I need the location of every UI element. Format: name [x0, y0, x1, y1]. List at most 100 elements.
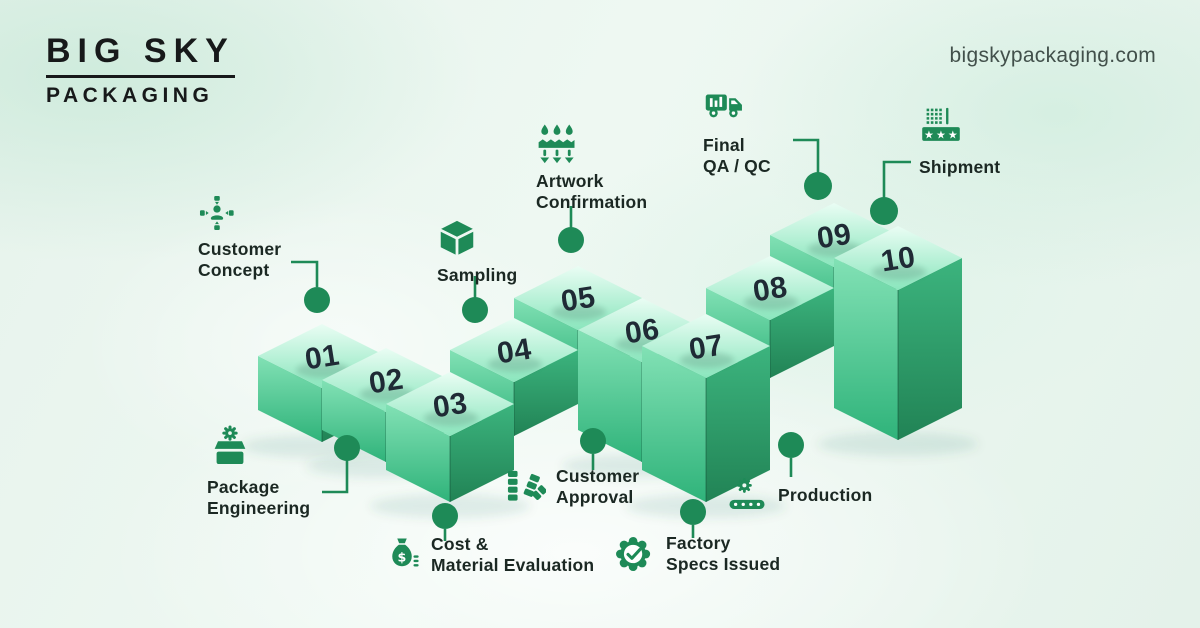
- label-line: Artwork: [536, 171, 604, 191]
- number-shadow: [488, 356, 542, 372]
- block-left-face: [386, 404, 450, 502]
- brand-divider: [46, 75, 235, 78]
- block-top-face: [834, 226, 962, 290]
- step-number: 08: [751, 270, 790, 308]
- label-package-engineering: Package Engineering: [207, 424, 310, 518]
- badge-check-icon: [616, 536, 651, 572]
- step-number: 07: [687, 328, 726, 366]
- label-line: Approval: [556, 487, 634, 507]
- label-artwork-confirmation: Artwork Confirmation: [536, 122, 647, 212]
- block-top-face: [450, 318, 578, 382]
- dot-sampling: [462, 297, 488, 323]
- connector-shipment: [882, 160, 911, 198]
- label-sampling: Sampling: [437, 218, 517, 286]
- label-text: Customer Approval: [556, 466, 639, 507]
- dot-customer-approval: [580, 428, 606, 454]
- number-shadow: [552, 304, 606, 320]
- label-line: Specs Issued: [666, 554, 781, 574]
- svg-text:★: ★: [948, 129, 958, 142]
- truck-icon: [705, 94, 742, 118]
- block-top-face: [642, 314, 770, 378]
- block-right-face: [770, 288, 834, 378]
- step-number: 02: [367, 362, 406, 400]
- label-final-qa-qc: Final QA / QC: [703, 84, 771, 176]
- number-shadow: [424, 410, 478, 426]
- label-line: Material Evaluation: [431, 554, 595, 575]
- dot-package-engineering: [334, 435, 360, 461]
- label-shipment: ★ ★ ★ Shipment: [919, 106, 1000, 178]
- label-line: Shipment: [919, 157, 1001, 177]
- label-line: Package: [207, 477, 280, 497]
- label-line: Customer: [198, 239, 282, 259]
- svg-text:★: ★: [924, 129, 934, 142]
- label-cost-material-evaluation: $ Cost & Material Evaluation: [383, 534, 594, 575]
- connector-package-engineering: [322, 460, 349, 494]
- label-text: Cost & Material Evaluation: [431, 534, 594, 575]
- label-production: Production: [726, 474, 872, 516]
- dot-factory-specs: [680, 499, 706, 525]
- block-left-face: [322, 380, 386, 462]
- brand-logo: BIG SKY PACKAGING: [46, 32, 235, 108]
- label-factory-specs-issued: Factory Specs Issued: [612, 532, 780, 576]
- label-text: Package Engineering: [207, 477, 310, 518]
- step-number: 05: [559, 280, 598, 318]
- label-text: Artwork Confirmation: [536, 171, 647, 212]
- step-block-03: 03: [386, 372, 514, 502]
- label-line: Cost &: [431, 534, 489, 554]
- connector-final-qa-qc: [793, 138, 820, 173]
- label-line: Production: [778, 484, 873, 505]
- block-left-face: [258, 356, 322, 442]
- gear-conveyor-icon: [729, 477, 765, 509]
- ink-drops-icon: [538, 124, 575, 164]
- label-text: Shipment: [919, 157, 1000, 178]
- label-line: Concept: [198, 259, 270, 280]
- label-customer-approval: Customer Approval: [504, 466, 639, 508]
- dot-final-qa-qc: [804, 172, 832, 200]
- label-text: Final QA / QC: [703, 135, 771, 176]
- brand-name-bottom: PACKAGING: [46, 84, 214, 107]
- pallet-stars-icon: ★ ★ ★: [922, 107, 960, 142]
- label-line: Sampling: [437, 265, 518, 285]
- connector-customer-concept: [291, 260, 319, 287]
- cube-icon: [440, 220, 474, 255]
- label-text: Sampling: [437, 265, 517, 286]
- step-number: 01: [303, 338, 342, 376]
- step-number: 04: [495, 332, 534, 370]
- dot-cost-material: [432, 503, 458, 529]
- dot-customer-concept: [304, 287, 330, 313]
- step-number: 03: [431, 386, 470, 424]
- connector-dots: [304, 172, 898, 529]
- color-swatches-icon: [507, 470, 546, 501]
- number-shadow: [872, 264, 926, 280]
- package-engineering-icon: [214, 425, 246, 465]
- step-block-10: 10: [834, 226, 962, 440]
- brand-name-top: BIG SKY: [46, 32, 235, 70]
- block-ground-shadow: [818, 432, 978, 456]
- svg-text:★: ★: [936, 129, 946, 142]
- money-bag-icon: $: [392, 538, 419, 567]
- label-text: Production: [778, 485, 872, 506]
- number-shadow: [680, 352, 734, 368]
- website-link[interactable]: bigskypackaging.com: [949, 44, 1156, 67]
- block-right-face: [898, 258, 962, 440]
- label-line: Factory: [666, 533, 731, 554]
- dot-production: [778, 432, 804, 458]
- connectors: [291, 138, 911, 541]
- dot-artwork-confirmation: [558, 227, 584, 253]
- label-line: Confirmation: [536, 191, 648, 212]
- step-number: 09: [815, 217, 854, 255]
- dot-shipment: [870, 197, 898, 225]
- svg-text:$: $: [398, 549, 407, 564]
- block-top-face: [386, 372, 514, 436]
- label-customer-concept: Customer Concept: [198, 194, 281, 280]
- block-right-face: [514, 350, 578, 436]
- label-line: Engineering: [207, 497, 311, 518]
- label-line: QA / QC: [703, 155, 771, 176]
- label-line: Final: [703, 135, 745, 155]
- block-right-face: [706, 346, 770, 502]
- number-shadow: [744, 294, 798, 310]
- block-left-face: [642, 346, 706, 502]
